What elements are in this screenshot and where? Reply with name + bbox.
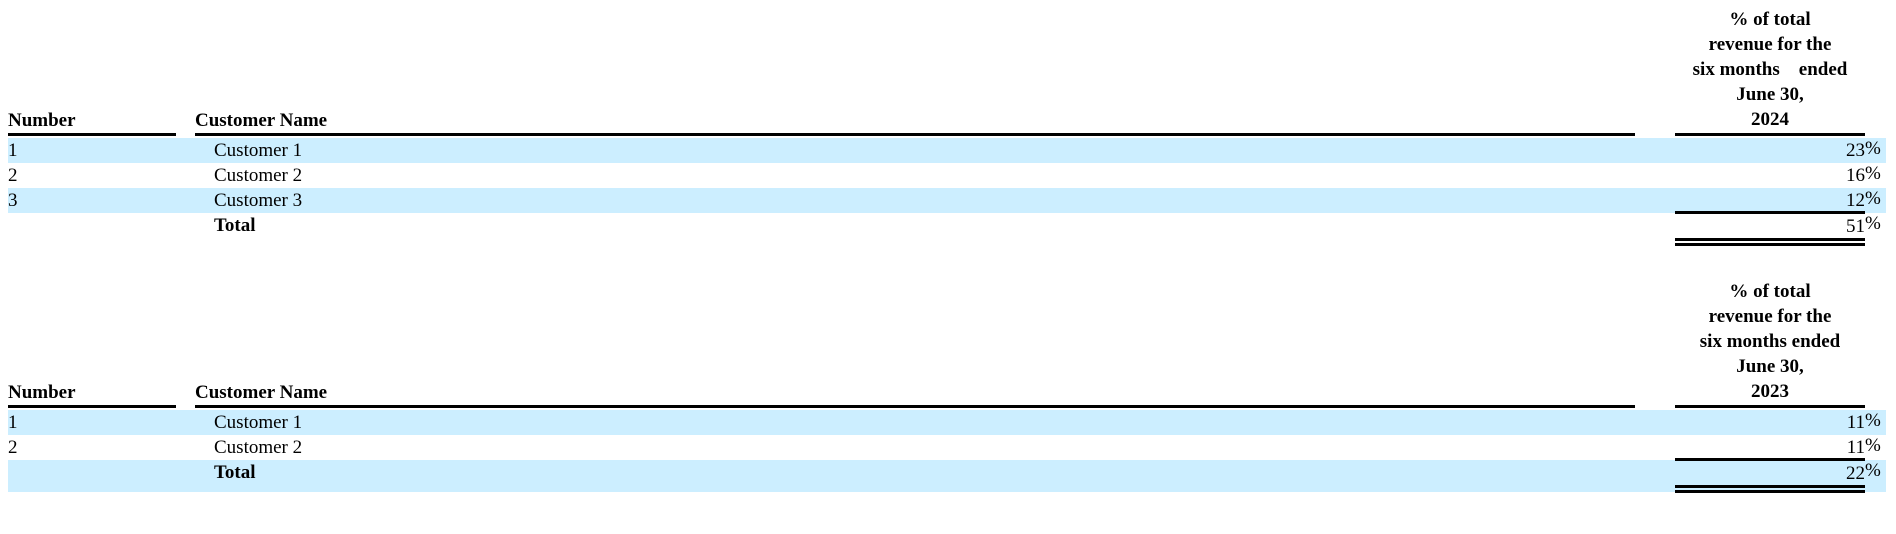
row-number: 1: [8, 412, 18, 433]
header-pct-line: 2024: [1751, 109, 1789, 130]
header-percent-revenue: % of total revenue for the six months en…: [1675, 7, 1865, 136]
row-number: 1: [8, 140, 18, 161]
header-pct-line: six months ended: [1692, 59, 1848, 80]
row-percent-sign: %: [1865, 138, 1881, 159]
table-row: 2 Customer 2 16 %: [8, 163, 1886, 188]
row-percent-sign: %: [1865, 188, 1881, 209]
header-pct-line: June 30,: [1736, 356, 1804, 377]
table-header: Number Customer Name % of total revenue …: [8, 0, 1886, 138]
row-percent-sign: %: [1865, 163, 1881, 184]
total-value: 51: [1675, 211, 1865, 246]
row-customer-name: Customer 1: [214, 140, 303, 161]
row-percent-sign: %: [1865, 410, 1881, 431]
header-pct-line: six months ended: [1699, 331, 1841, 352]
table-row: 2 Customer 2 11 %: [8, 435, 1886, 460]
header-pct-line: % of total: [1729, 9, 1811, 30]
row-value: 23: [1846, 140, 1865, 161]
row-value: 11: [1846, 437, 1865, 458]
header-number: Number: [8, 382, 176, 408]
header-number: Number: [8, 110, 176, 136]
table-row: 1 Customer 1 23 %: [8, 138, 1886, 163]
header-pct-line: June 30,: [1736, 84, 1804, 105]
row-number: 2: [8, 437, 18, 458]
header-customer-name: Customer Name: [195, 382, 1635, 408]
header-pct-line: % of total: [1729, 281, 1811, 302]
row-percent-sign: %: [1865, 435, 1881, 456]
row-customer-name: Customer 2: [214, 437, 303, 458]
header-pct-line: revenue for the: [1708, 306, 1832, 327]
table-row: 1 Customer 1 11 %: [8, 410, 1886, 435]
row-value: 11: [1846, 412, 1865, 433]
revenue-table-2024: Number Customer Name % of total revenue …: [8, 0, 1886, 246]
header-customer-name: Customer Name: [195, 110, 1635, 136]
total-label: Total: [214, 462, 256, 483]
row-customer-name: Customer 2: [214, 165, 303, 186]
header-pct-line: 2023: [1751, 381, 1789, 402]
row-number: 2: [8, 165, 18, 186]
total-row: Total 51 %: [8, 211, 1886, 246]
total-percent-sign: %: [1865, 213, 1881, 234]
row-customer-name: Customer 1: [214, 412, 303, 433]
total-value: 22: [1675, 458, 1865, 493]
total-percent-sign: %: [1865, 460, 1881, 481]
table-row: 3 Customer 3 12 %: [8, 188, 1886, 213]
row-customer-name: Customer 3: [214, 190, 303, 211]
row-value: 16: [1846, 165, 1865, 186]
total-row: Total 22 %: [8, 458, 1886, 493]
revenue-table-2023: Number Customer Name % of total revenue …: [8, 272, 1886, 493]
header-pct-line: revenue for the: [1708, 34, 1832, 55]
total-label: Total: [214, 215, 256, 236]
row-number: 3: [8, 190, 18, 211]
table-header: Number Customer Name % of total revenue …: [8, 272, 1886, 410]
row-value: 12: [1846, 190, 1865, 211]
header-percent-revenue: % of total revenue for the six months en…: [1675, 279, 1865, 408]
